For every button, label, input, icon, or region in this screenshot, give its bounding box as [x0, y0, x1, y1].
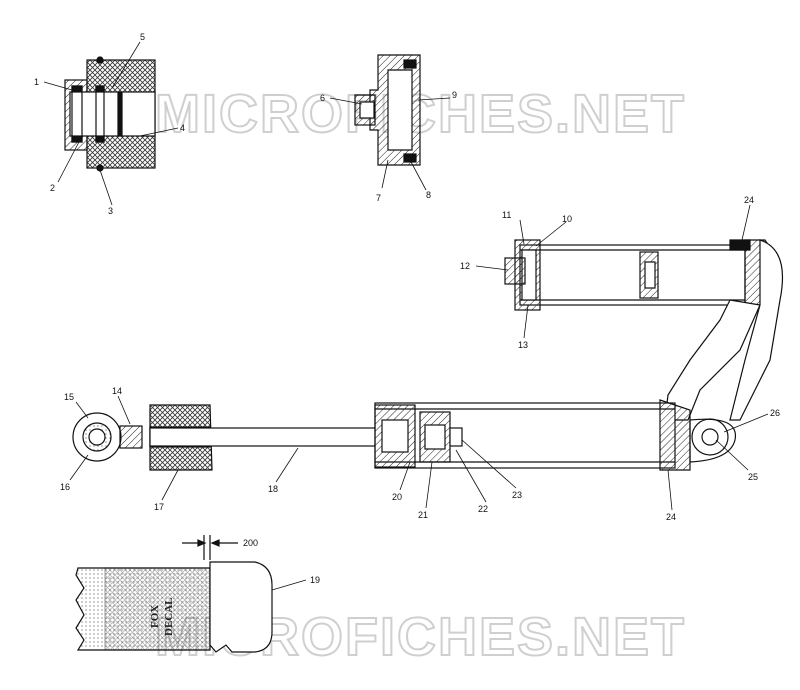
- reservoir-body: [504, 239, 776, 311]
- callout-15: 15: [64, 392, 74, 402]
- callout-21: 21: [418, 510, 428, 520]
- callout-4: 4: [180, 123, 185, 133]
- callout-23: 23: [512, 490, 522, 500]
- callout-13: 13: [518, 340, 528, 350]
- callout-24a: 24: [744, 195, 754, 205]
- callout-7: 7: [376, 193, 381, 203]
- leader-lines: [43, 41, 769, 591]
- callout-26: 26: [770, 408, 780, 418]
- callout-10: 10: [562, 214, 572, 224]
- callout-18: 18: [268, 484, 278, 494]
- decal-text-1: FOX: [149, 605, 161, 628]
- decal-detail: [75, 535, 273, 653]
- callout-2: 2: [50, 183, 55, 193]
- reservoir-cap: [354, 54, 421, 166]
- callout-19: 19: [310, 575, 320, 585]
- callout-labels: 1 2 3 4 5 6 7 8 9 10 11 12 13 14 15 16 1…: [34, 32, 780, 585]
- callout-25: 25: [748, 472, 758, 482]
- callout-14: 14: [112, 386, 122, 396]
- callout-12: 12: [460, 261, 470, 271]
- callout-9: 9: [452, 90, 457, 100]
- callout-5: 5: [140, 32, 145, 42]
- callout-8: 8: [426, 190, 431, 200]
- callout-16: 16: [60, 482, 70, 492]
- callout-3: 3: [108, 206, 113, 216]
- callout-22: 22: [478, 504, 488, 514]
- fitting-assembly: [64, 56, 156, 172]
- callout-11: 11: [502, 210, 511, 220]
- callout-6: 6: [320, 93, 325, 103]
- dimension-label: 200: [243, 538, 258, 548]
- callout-17: 17: [154, 502, 164, 512]
- callout-20: 20: [392, 492, 402, 502]
- shock-body: [72, 399, 737, 471]
- callout-1: 1: [34, 77, 39, 87]
- callout-24b: 24: [666, 512, 676, 522]
- decal-text-2: DECAL: [163, 597, 175, 636]
